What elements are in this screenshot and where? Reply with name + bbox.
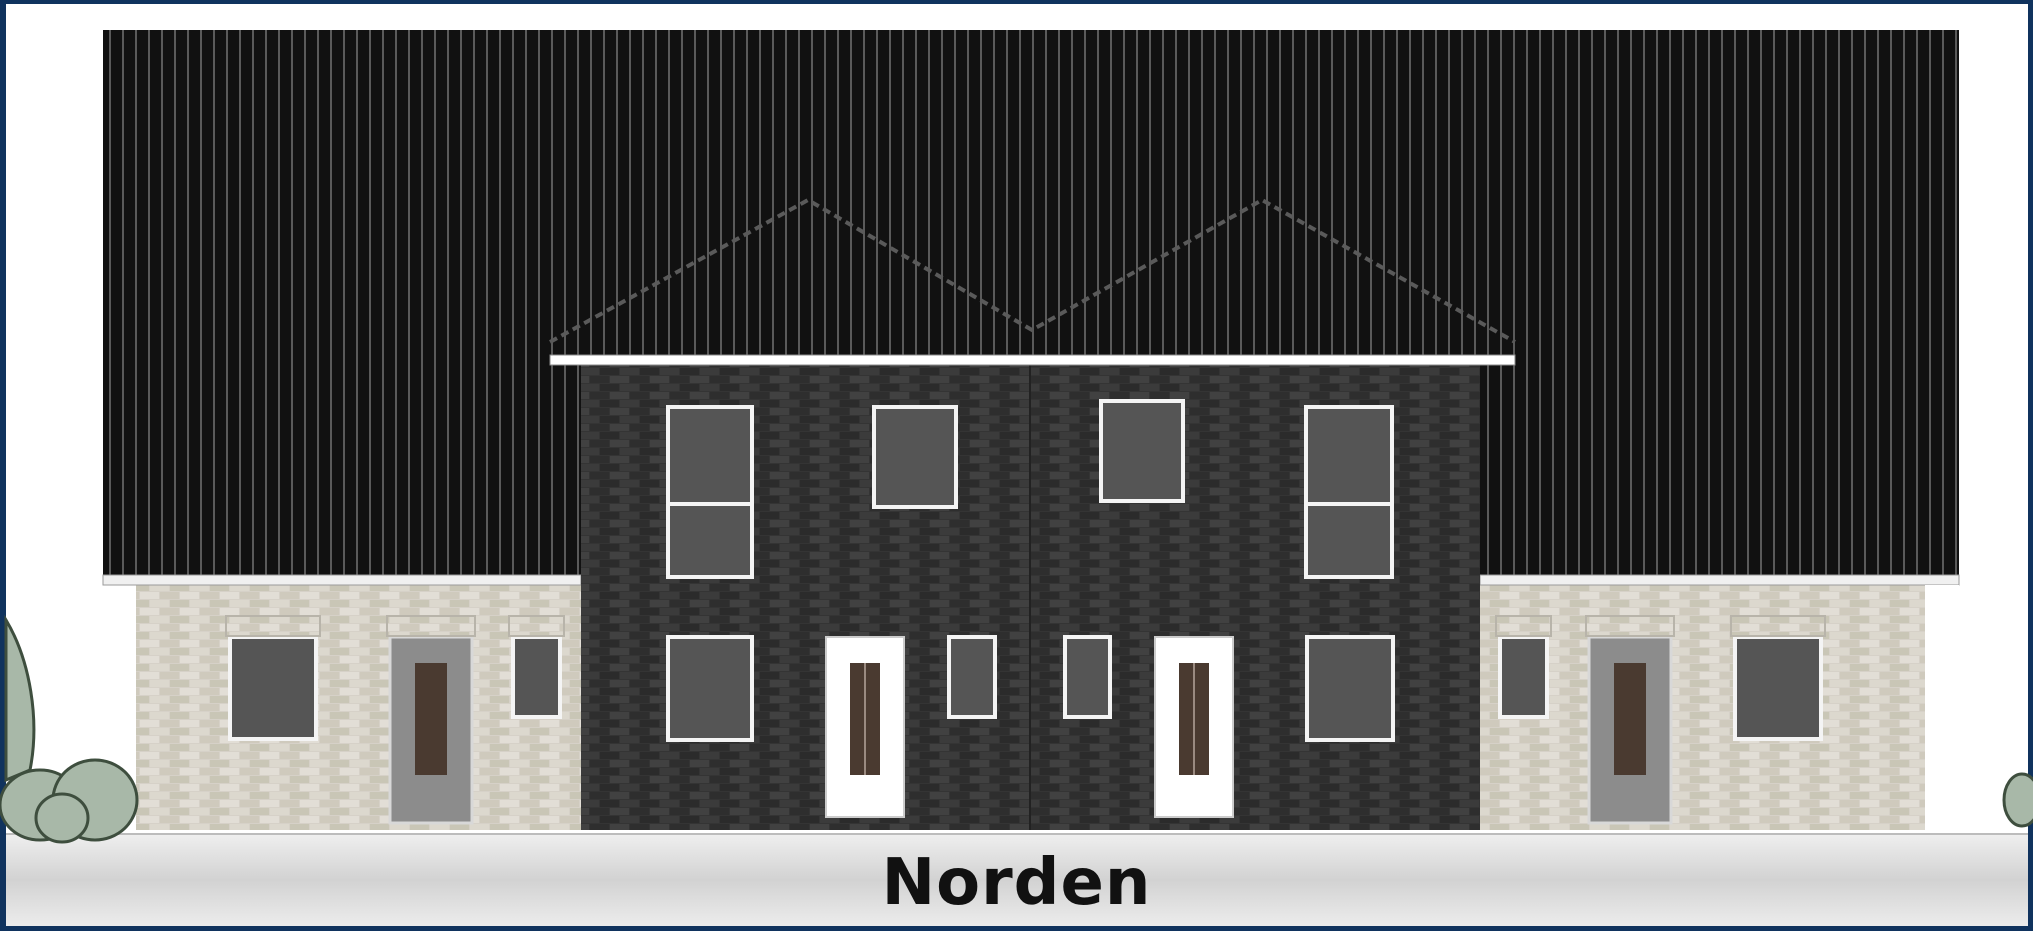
window — [947, 635, 997, 719]
window — [1304, 405, 1394, 579]
window — [1498, 635, 1549, 719]
left-wing-wall — [136, 585, 581, 830]
ground — [6, 834, 2028, 926]
window — [666, 405, 754, 579]
shrub-icon — [2002, 772, 2033, 828]
window — [1099, 399, 1185, 503]
gable-roof — [550, 200, 1515, 342]
right-wing-openings — [1495, 615, 1826, 825]
elevation-caption: Norden — [881, 846, 1152, 920]
upper-windows — [666, 399, 1394, 579]
right-eave — [1479, 574, 1960, 586]
shrub-icon — [0, 614, 139, 844]
window — [872, 405, 958, 509]
window — [666, 635, 754, 742]
window — [228, 635, 318, 741]
window — [1733, 635, 1823, 741]
left-eave — [102, 574, 582, 586]
window — [511, 635, 562, 719]
window — [1063, 635, 1112, 719]
window — [1305, 635, 1395, 742]
right-wing-wall — [1480, 585, 1925, 830]
left-wing-openings — [225, 615, 565, 825]
central-eave — [549, 354, 1516, 366]
central-doors — [825, 636, 1234, 818]
lower-central-windows — [666, 635, 1395, 742]
